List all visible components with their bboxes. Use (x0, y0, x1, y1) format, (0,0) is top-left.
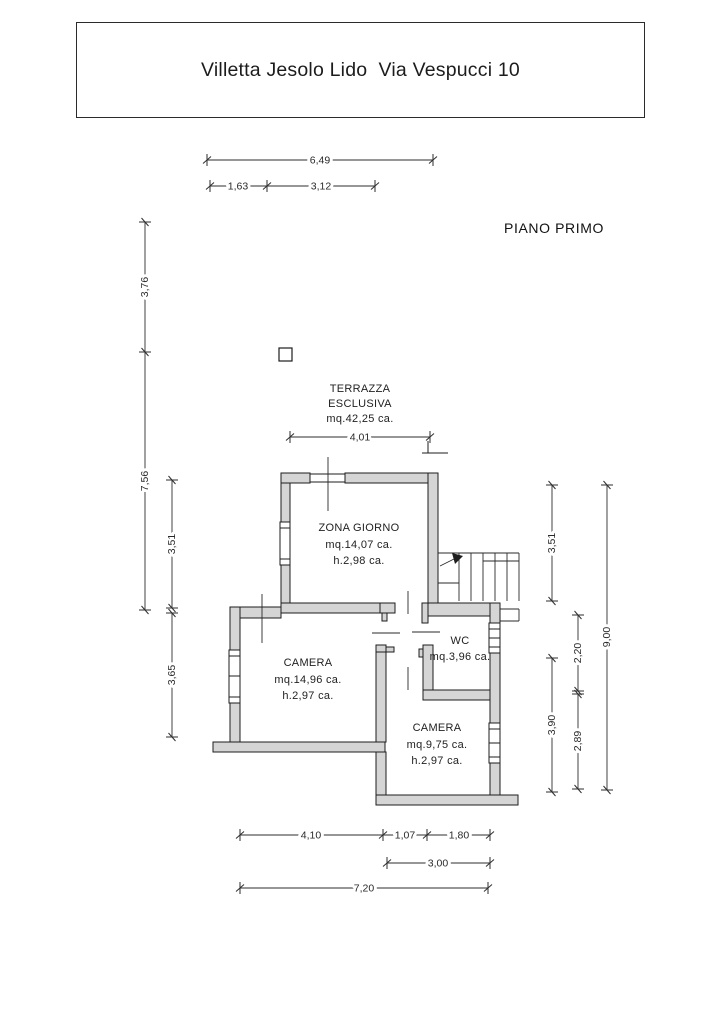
terrace-parapet (205, 218, 448, 613)
svg-text:CAMERA: CAMERA (413, 722, 462, 734)
dim-bottom-mid: 3,00 (428, 858, 449, 870)
svg-text:mq.3,96 ca.: mq.3,96 ca. (430, 651, 491, 663)
svg-text:mq.14,07 ca.: mq.14,07 ca. (325, 539, 392, 551)
svg-text:h.2,97 ca.: h.2,97 ca. (282, 690, 333, 702)
window-camera-grande (228, 649, 241, 704)
door-marks (261, 457, 440, 690)
dim-right-inner-upper: 3,51 (546, 533, 558, 554)
room-label-wc: WC mq.3,96 ca. (430, 635, 491, 663)
dim-left-inner-lower: 3,65 (166, 665, 178, 686)
svg-text:ESCLUSIVA: ESCLUSIVA (328, 398, 392, 410)
dim-bottom-seg2: 1,07 (395, 830, 416, 842)
svg-text:CAMERA: CAMERA (284, 657, 333, 669)
room-label-camera-grande: CAMERA mq.14,96 ca. h.2,97 ca. (274, 657, 341, 702)
dim-right-inner-lower: 3,90 (546, 715, 558, 736)
svg-text:mq.14,96 ca.: mq.14,96 ca. (274, 674, 341, 686)
room-label-zona-giorno: ZONA GIORNO mq.14,07 ca. h.2,98 ca. (319, 522, 400, 567)
dim-left-outer-upper: 3,76 (139, 277, 151, 298)
dim-top-right: 3,12 (311, 181, 332, 193)
page-title: Villetta Jesolo Lido Via Vespucci 10 (201, 58, 520, 81)
dim-right-mid-lower: 2,89 (572, 731, 584, 752)
walls (212, 472, 519, 806)
window-zona-giorno (279, 521, 291, 566)
window-wc (488, 622, 501, 654)
dim-terrace-width: 4,01 (350, 432, 371, 444)
windows (228, 521, 501, 764)
room-label-terrazza: TERRAZZA ESCLUSIVA mq.42,25 ca. (326, 383, 393, 425)
stair-direction-arrow (452, 553, 463, 564)
svg-text:h.2,98 ca.: h.2,98 ca. (333, 555, 384, 567)
window-camera-piccola (488, 722, 501, 764)
title-block: Villetta Jesolo Lido Via Vespucci 10 (76, 22, 645, 118)
dim-left-outer-lower: 7,56 (139, 471, 151, 492)
svg-text:mq.9,75 ca.: mq.9,75 ca. (407, 739, 468, 751)
staircase (438, 552, 520, 622)
room-label-camera-piccola: CAMERA mq.9,75 ca. h.2,97 ca. (407, 722, 468, 767)
dim-top-total: 6,49 (310, 155, 331, 167)
dimension-labels: 6,49 1,63 3,12 4,01 3,76 7,56 3,51 3,65 … (136, 152, 616, 898)
dim-right-total: 9,00 (601, 627, 613, 648)
floor-label: PIANO PRIMO (504, 220, 604, 236)
room-labels: TERRAZZA ESCLUSIVA mq.42,25 ca. ZONA GIO… (274, 383, 490, 767)
svg-text:ZONA GIORNO: ZONA GIORNO (319, 522, 400, 534)
dim-bottom-total: 7,20 (354, 883, 375, 895)
dim-bottom-seg1: 4,10 (301, 830, 322, 842)
dim-bottom-seg3: 1,80 (449, 830, 470, 842)
svg-text:h.2,97 ca.: h.2,97 ca. (411, 755, 462, 767)
svg-text:TERRAZZA: TERRAZZA (330, 383, 391, 395)
svg-text:mq.42,25 ca.: mq.42,25 ca. (326, 413, 393, 425)
terrace-pillar (278, 347, 293, 362)
dim-left-inner-upper: 3,51 (166, 534, 178, 555)
dimension-lines (139, 154, 613, 894)
dim-top-left: 1,63 (228, 181, 249, 193)
svg-text:WC: WC (451, 635, 470, 647)
dim-right-mid-upper: 2,20 (572, 643, 584, 664)
